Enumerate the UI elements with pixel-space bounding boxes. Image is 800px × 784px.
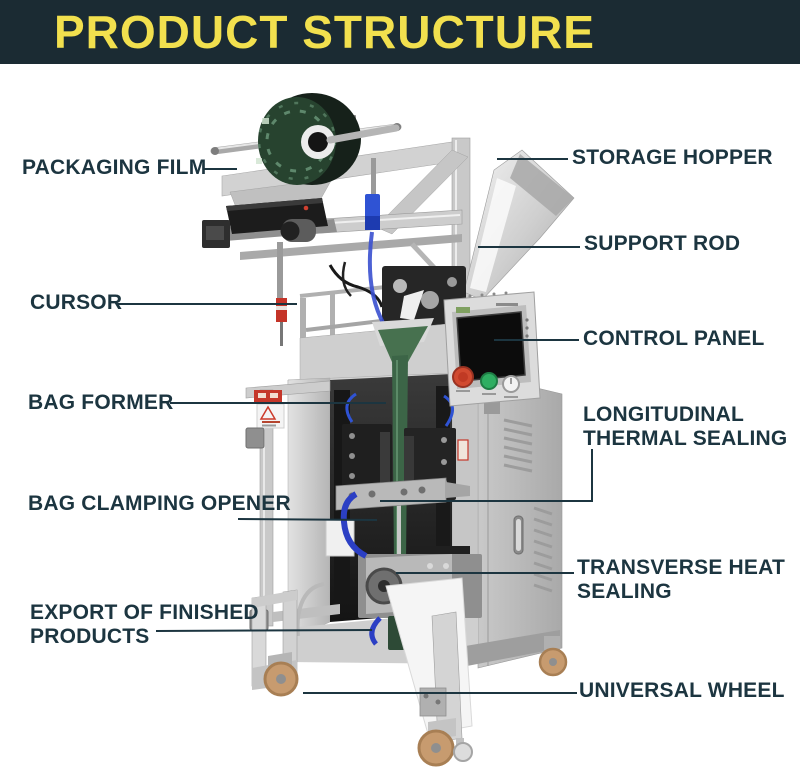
label-universal-wheel: UNIVERSAL WHEEL bbox=[579, 679, 785, 702]
label-control-panel: CONTROL PANEL bbox=[583, 327, 765, 350]
warning-sticker-white bbox=[256, 403, 285, 429]
label-export-of-finished-products: EXPORT OF FINISHED PRODUCTS bbox=[30, 601, 259, 649]
header-bar: PRODUCT STRUCTURE bbox=[0, 0, 800, 64]
label-longitudinal-line2: THERMAL SEALING bbox=[583, 427, 788, 450]
label-longitudinal-line1: LONGITUDINAL bbox=[583, 403, 745, 426]
packaging-film-roll bbox=[210, 93, 402, 185]
label-cursor: CURSOR bbox=[30, 291, 123, 314]
control-panel-part bbox=[443, 291, 541, 414]
page-title: PRODUCT STRUCTURE bbox=[54, 6, 595, 58]
label-longitudinal-thermal-sealing: LONGITUDINAL THERMAL SEALING bbox=[583, 403, 787, 451]
start-button bbox=[480, 372, 498, 390]
film-feed-arm bbox=[202, 194, 470, 332]
leader-bag-clamping-opener bbox=[237, 518, 378, 521]
label-packaging-film: PACKAGING FILM bbox=[22, 156, 207, 179]
bag-forming-zone bbox=[325, 318, 482, 650]
label-transverse-heat-sealing: TRANSVERSE HEAT SEALING bbox=[577, 556, 785, 604]
label-export-line2: PRODUCTS bbox=[30, 625, 150, 648]
leader-lines bbox=[118, 158, 593, 694]
hmi-screen bbox=[456, 311, 526, 382]
leader-export bbox=[155, 629, 373, 632]
label-storage-hopper: STORAGE HOPPER bbox=[572, 146, 773, 169]
label-bag-clamping-opener: BAG CLAMPING OPENER bbox=[28, 492, 291, 515]
label-transverse-line1: TRANSVERSE HEAT bbox=[577, 556, 785, 579]
cursor-sensor bbox=[276, 219, 384, 346]
label-export-line1: EXPORT OF FINISHED bbox=[30, 601, 259, 624]
label-transverse-line2: SEALING bbox=[577, 580, 672, 603]
leader-longitudinal-sealing bbox=[380, 449, 593, 502]
longitudinal-sealing-jaw-left bbox=[342, 424, 392, 496]
label-support-rod: SUPPORT ROD bbox=[584, 232, 741, 255]
label-bag-former: BAG FORMER bbox=[28, 391, 174, 414]
